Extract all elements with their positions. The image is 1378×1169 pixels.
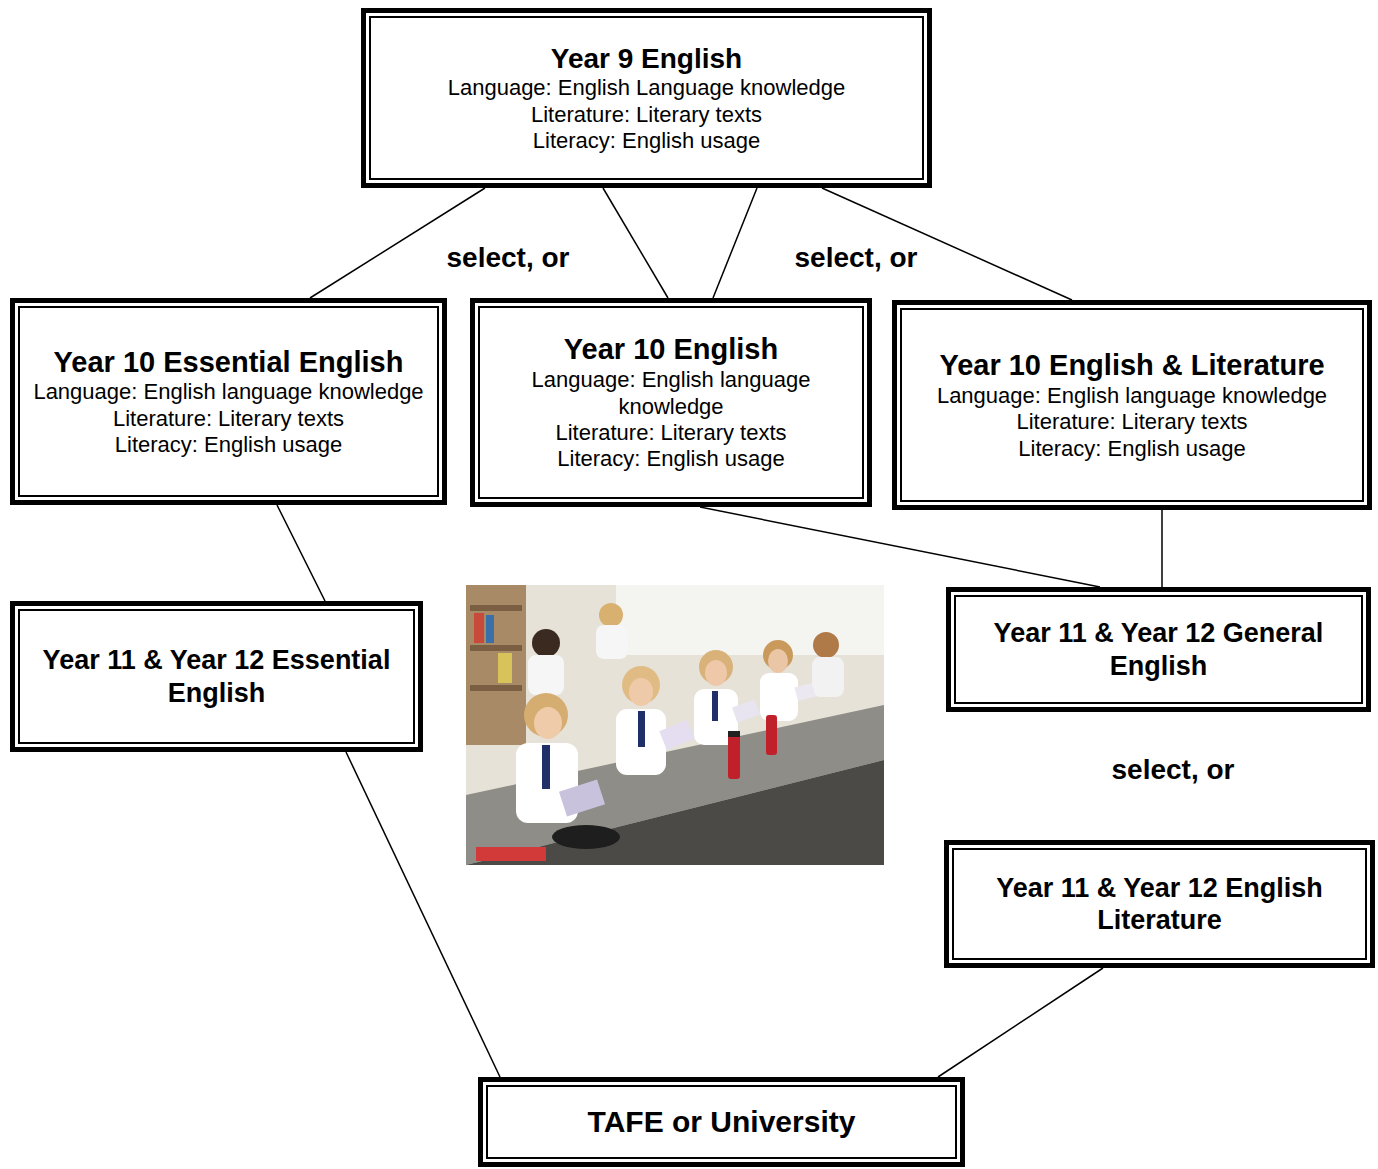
course-box: Year 10 English & LiteratureLanguage: En… [892, 300, 1372, 510]
course-title: Year 11 & Year 12 English Literature [965, 872, 1354, 937]
pathway-line [713, 188, 757, 298]
choice-note: select, or [1108, 754, 1239, 786]
course-strand: Literacy: English usage [31, 432, 426, 458]
course-box: TAFE or University [478, 1077, 965, 1167]
course-box: Year 9 EnglishLanguage: English Language… [361, 8, 932, 188]
course-title: Year 11 & Year 12 Essential English [31, 644, 402, 709]
course-strand: Literature: Literary texts [491, 420, 851, 446]
course-title: TAFE or University [499, 1104, 944, 1140]
course-box: Year 11 & Year 12 Essential English [10, 601, 423, 752]
course-strand: Language: English language knowledge [31, 379, 426, 405]
course-title: Year 11 & Year 12 General English [967, 617, 1350, 682]
choice-note: select, or [443, 242, 574, 274]
course-box: Year 11 & Year 12 English Literature [944, 840, 1375, 968]
course-strand: Language: English Language knowledge [382, 75, 911, 101]
course-title: Year 10 English & Literature [913, 348, 1351, 383]
course-title: Year 10 English [491, 332, 851, 367]
choice-note: select, or [791, 242, 922, 274]
course-title: Year 10 Essential English [31, 345, 426, 380]
pathway-line [603, 188, 668, 298]
course-strand: Literature: Literary texts [382, 102, 911, 128]
course-strand: Literacy: English usage [913, 436, 1351, 462]
course-strand: Language: English language knowledge [913, 383, 1351, 409]
course-title: Year 9 English [382, 42, 911, 76]
course-box: Year 11 & Year 12 General English [946, 587, 1371, 712]
pathway-line [277, 505, 325, 601]
course-strand: Literacy: English usage [491, 446, 851, 472]
course-strand: Literature: Literary texts [913, 409, 1351, 435]
classroom-photo [466, 585, 884, 865]
pathway-line [938, 968, 1103, 1077]
course-strand: Literacy: English usage [382, 128, 911, 154]
course-strand: Language: English language knowledge [491, 367, 851, 420]
course-box: Year 10 Essential EnglishLanguage: Engli… [10, 298, 447, 505]
pathway-line [1161, 510, 1163, 587]
course-strand: Literature: Literary texts [31, 406, 426, 432]
course-box: Year 10 EnglishLanguage: English languag… [470, 298, 872, 507]
pathway-line [700, 507, 1100, 587]
